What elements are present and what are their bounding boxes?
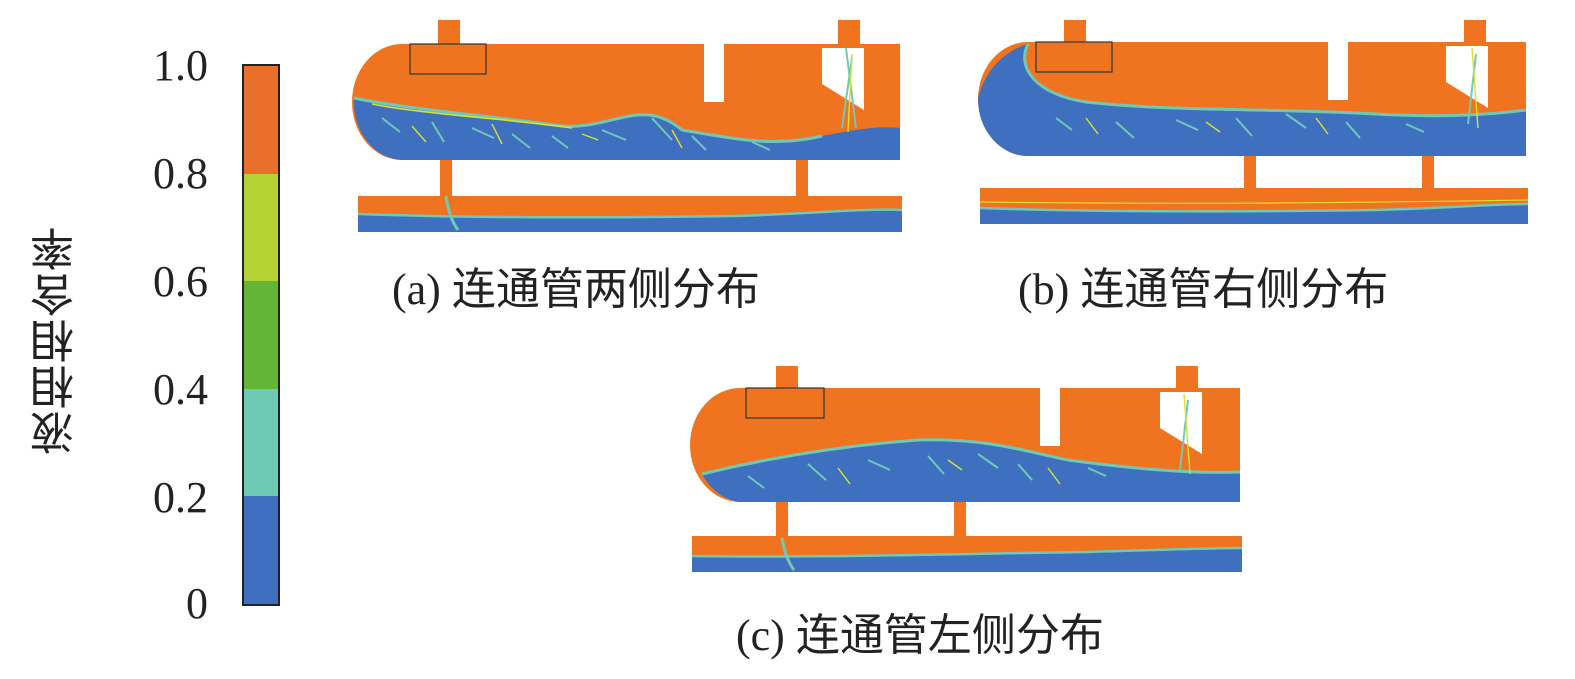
panel-c-caption-text: 连通管左侧分布 bbox=[795, 610, 1104, 661]
tick-label: 0.8 bbox=[153, 149, 208, 198]
colorbar-segment bbox=[244, 496, 278, 604]
tick-label: 0.4 bbox=[153, 365, 208, 414]
panel-c-caption: (c) 连通管左侧分布 bbox=[736, 610, 1104, 662]
panel-c-label: (c) bbox=[736, 611, 785, 660]
legend-title: 液相相含率 bbox=[31, 225, 82, 455]
panel-b-caption-text: 连通管右侧分布 bbox=[1080, 264, 1389, 315]
colorbar-segment bbox=[244, 388, 278, 497]
panel-a-label: (a) bbox=[392, 265, 441, 314]
panel-b-caption: (b) 连通管右侧分布 bbox=[1018, 264, 1388, 316]
panel-a-caption: (a) 连通管两侧分布 bbox=[392, 264, 760, 316]
tick-label: 1.0 bbox=[153, 41, 208, 90]
panel-c-separator-contour bbox=[688, 364, 1244, 574]
colorbar-segment bbox=[244, 173, 278, 282]
panel-a-separator-contour bbox=[352, 18, 904, 233]
tick-label: 0.6 bbox=[153, 257, 208, 306]
tick-label: 0 bbox=[186, 579, 208, 628]
panel-a-caption-text: 连通管两侧分布 bbox=[451, 264, 760, 315]
colorbar-segment bbox=[244, 281, 278, 389]
colorbar-segment bbox=[244, 66, 278, 174]
tick-label: 0.2 bbox=[153, 473, 208, 522]
panel-b-separator-contour bbox=[976, 18, 1532, 228]
colorbar bbox=[242, 64, 280, 606]
panel-b-label: (b) bbox=[1018, 265, 1070, 314]
